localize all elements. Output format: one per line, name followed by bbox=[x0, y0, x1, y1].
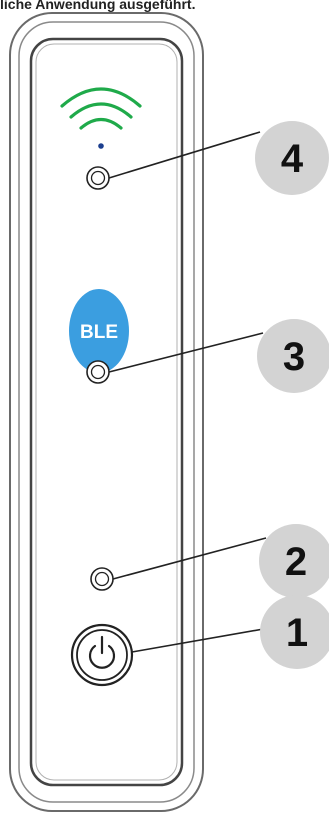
wifi-icon bbox=[60, 87, 142, 149]
led-2 bbox=[90, 567, 114, 591]
callout-label-4: 4 bbox=[281, 137, 304, 181]
led-4 bbox=[86, 166, 110, 190]
callout-lines bbox=[108, 131, 270, 653]
callout-4: 4 bbox=[255, 121, 329, 195]
callout-line-1 bbox=[131, 627, 270, 653]
callout-1: 1 bbox=[260, 595, 329, 669]
callout-2: 2 bbox=[259, 524, 329, 598]
device-body bbox=[9, 12, 204, 812]
callout-label-2: 2 bbox=[285, 540, 307, 584]
bluetooth-le-badge: BLE bbox=[69, 289, 129, 373]
power-icon bbox=[88, 635, 116, 669]
callout-label-1: 1 bbox=[286, 611, 308, 655]
ble-label: BLE bbox=[80, 322, 118, 343]
callout-line-2 bbox=[112, 537, 267, 580]
power-button bbox=[70, 623, 134, 687]
callout-line-3 bbox=[108, 332, 264, 373]
callout-3: 3 bbox=[257, 319, 329, 393]
callout-line-4 bbox=[108, 131, 261, 179]
callout-label-3: 3 bbox=[283, 335, 305, 379]
header-caption: liche Anwendung ausgeführt. bbox=[0, 0, 196, 12]
led-3 bbox=[86, 360, 110, 384]
